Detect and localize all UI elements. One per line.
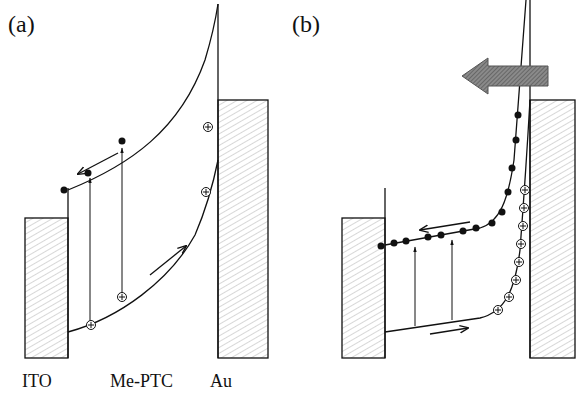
panel-letter: (a) xyxy=(8,12,35,36)
holes-a xyxy=(87,123,213,330)
holes-b xyxy=(494,186,530,315)
panel-a xyxy=(25,4,268,358)
panel-letter: (b) xyxy=(292,12,320,36)
layer-name: ITO xyxy=(22,372,52,390)
layer-name: Au xyxy=(210,372,232,390)
electrons-b xyxy=(378,112,522,250)
panel-b xyxy=(342,0,575,358)
electron-flow-arrow xyxy=(462,58,548,94)
electrons-a xyxy=(61,138,126,194)
layer-name: Me-PTC xyxy=(110,372,173,390)
